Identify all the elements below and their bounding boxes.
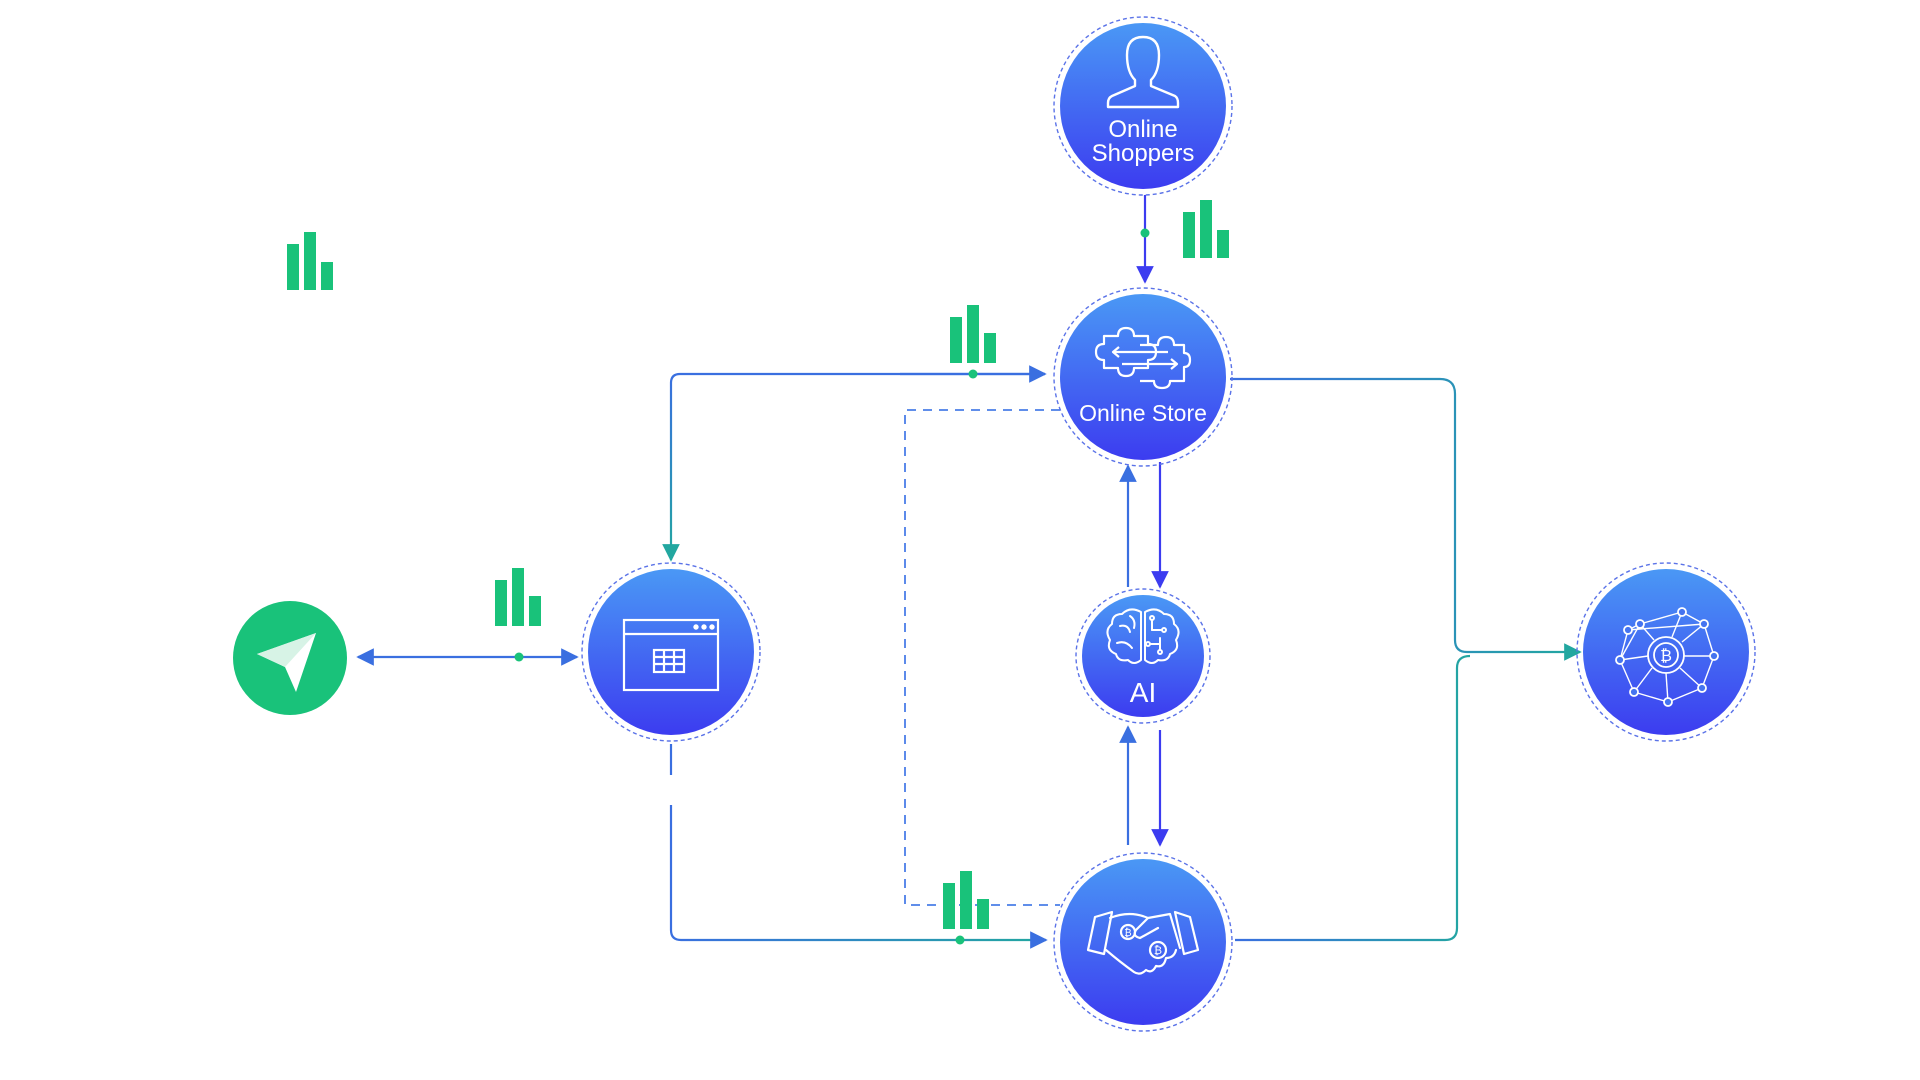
svg-text:₿: ₿ [1154,944,1162,957]
node-online-shoppers[interactable]: Online Shoppers [1053,16,1233,196]
arrow-store-to-blockchain [1230,377,1582,661]
node-bitcoin-handshake[interactable]: ₿ ₿ [1053,852,1233,1032]
node-label-shoppers-line1: Online [1108,116,1177,143]
bar-chart-icon [495,568,541,626]
arrow-payment-to-blockchain [1235,654,1471,942]
node-payment-app[interactable] [581,562,761,742]
dashed-feedback-loop [904,409,1060,906]
node-ai[interactable]: AI [1075,588,1211,724]
connector-dot [955,935,965,945]
node-online-store[interactable]: Online Store [1053,287,1233,467]
node-blockchain[interactable]: ₿ [1576,562,1756,742]
arrow-app-store-link [662,372,1045,562]
bitcoin-handshake-icon: ₿ ₿ [1086,910,1200,975]
browser-grid-icon [622,618,720,692]
paper-plane-icon [257,633,316,692]
connector-dot [514,652,524,662]
node-label-ai: AI [1130,677,1156,708]
bar-chart-icon [950,305,996,363]
bar-chart-icon [287,232,333,290]
puzzle-exchange-icon [1094,326,1192,390]
brain-circuit-icon [1106,608,1180,664]
node-sender[interactable] [233,601,347,715]
svg-text:₿: ₿ [1660,646,1672,665]
bar-chart-icon [943,871,989,929]
node-label-shoppers-line2: Shoppers [1092,140,1195,167]
node-label-store: Online Store [1079,400,1207,426]
user-icon [1106,35,1180,109]
bitcoin-network-icon: ₿ [1615,607,1719,707]
arrow-app-to-payment [669,805,1048,949]
connector-dot [968,369,978,379]
connector-dot [1140,228,1150,238]
bar-chart-icon [1183,200,1229,258]
svg-text:₿: ₿ [1124,927,1131,939]
